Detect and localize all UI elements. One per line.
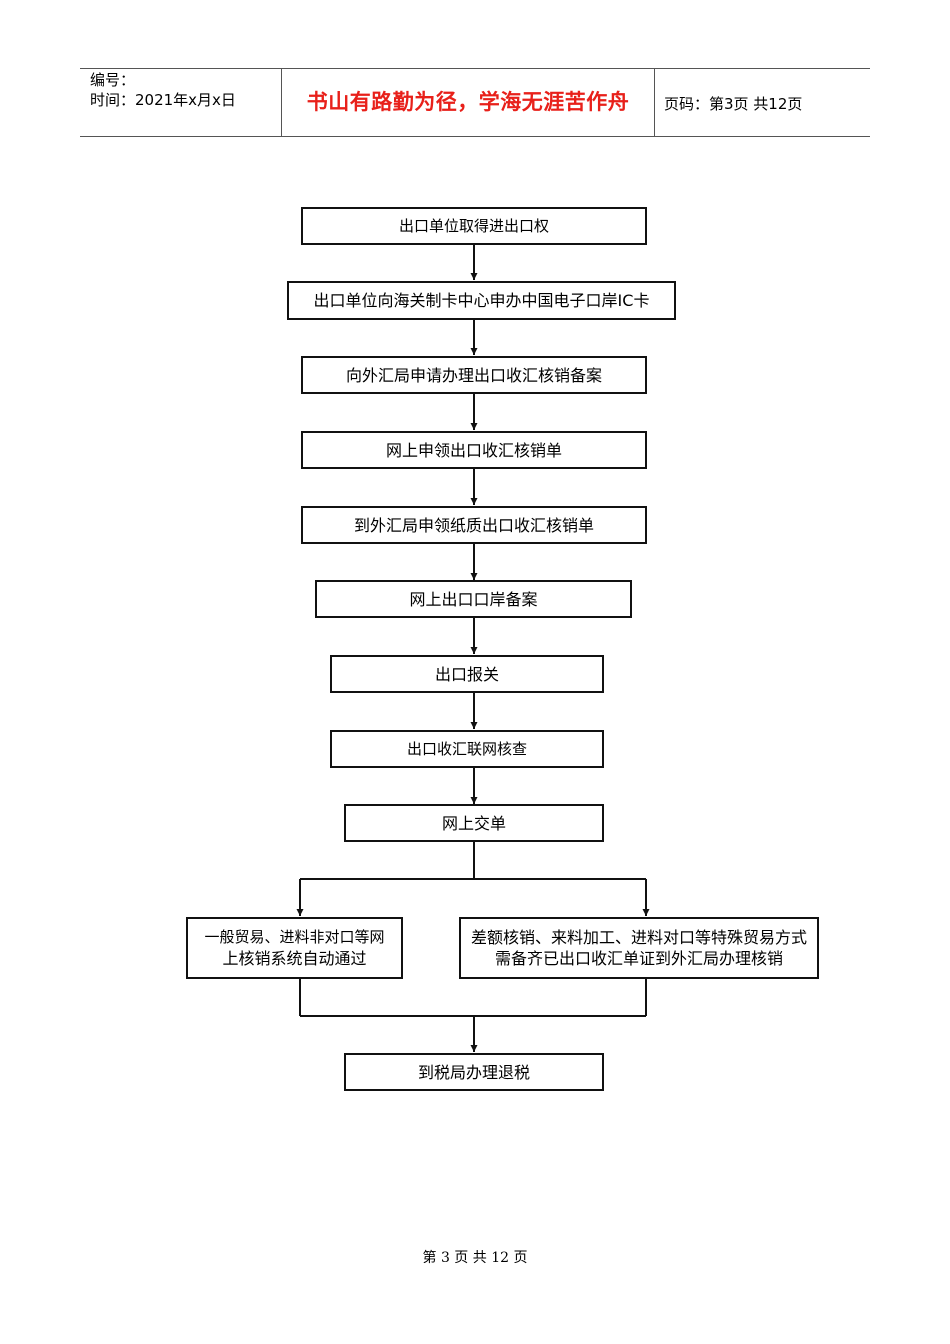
flow-step-label: 向外汇局申请办理出口收汇核销备案	[345, 365, 602, 385]
flow-step-box: 向外汇局申请办理出口收汇核销备案	[301, 356, 647, 394]
header-time: 时间：2021年x月x日	[90, 91, 236, 109]
branch-right-line1: 差额核销、来料加工、进料对口等特殊贸易方式	[470, 928, 807, 947]
flow-step-box: 网上出口口岸备案	[315, 580, 632, 618]
flow-step-box: 出口单位取得进出口权	[301, 207, 647, 245]
flow-step-label: 出口报关	[434, 664, 499, 684]
header-page-info: 页码：第3页 共12页	[664, 95, 803, 113]
header-bottom-rule	[80, 136, 870, 137]
flow-step-box: 出口单位向海关制卡中心申办中国电子口岸IC卡	[287, 281, 676, 320]
final-step-label: 到税局办理退税	[417, 1062, 530, 1082]
flow-step-label: 网上交单	[441, 813, 506, 833]
page-footer: 第 3 页 共 12 页	[422, 1250, 528, 1266]
header-top-rule	[80, 68, 870, 69]
branch-left-line1: 一般贸易、进料非对口等网	[204, 928, 385, 946]
flow-step-box: 到外汇局申领纸质出口收汇核销单	[301, 506, 647, 544]
flow-step-label: 出口单位取得进出口权	[398, 216, 549, 235]
final-step-box: 到税局办理退税	[344, 1053, 604, 1091]
branch-right-line2: 需备齐已出口收汇单证到外汇局办理核销	[494, 949, 783, 968]
flow-step-label: 出口收汇联网核查	[406, 739, 527, 758]
flow-step-box: 网上申领出口收汇核销单	[301, 431, 647, 469]
flow-step-box: 出口报关	[330, 655, 604, 693]
flow-step-label: 出口单位向海关制卡中心申办中国电子口岸IC卡	[313, 291, 650, 310]
header-divider	[281, 68, 282, 136]
flow-step-label: 到外汇局申领纸质出口收汇核销单	[353, 515, 594, 535]
header-number: 编号：	[90, 71, 136, 89]
flow-step-box: 网上交单	[344, 804, 604, 842]
branch-left-line2: 上核销系统自动通过	[222, 949, 367, 968]
header-divider	[654, 68, 655, 136]
flow-step-label: 网上申领出口收汇核销单	[385, 440, 562, 460]
header-motto: 书山有路勤为径，学海无涯苦作舟	[306, 90, 630, 114]
flow-step-label: 网上出口口岸备案	[409, 589, 538, 609]
header-meta: 编号： 时间：2021年x月x日	[90, 70, 236, 110]
branch-left-box: 一般贸易、进料非对口等网 上核销系统自动通过	[186, 917, 403, 979]
branch-right-box: 差额核销、来料加工、进料对口等特殊贸易方式 需备齐已出口收汇单证到外汇局办理核销	[459, 917, 819, 979]
flow-step-box: 出口收汇联网核查	[330, 730, 604, 768]
